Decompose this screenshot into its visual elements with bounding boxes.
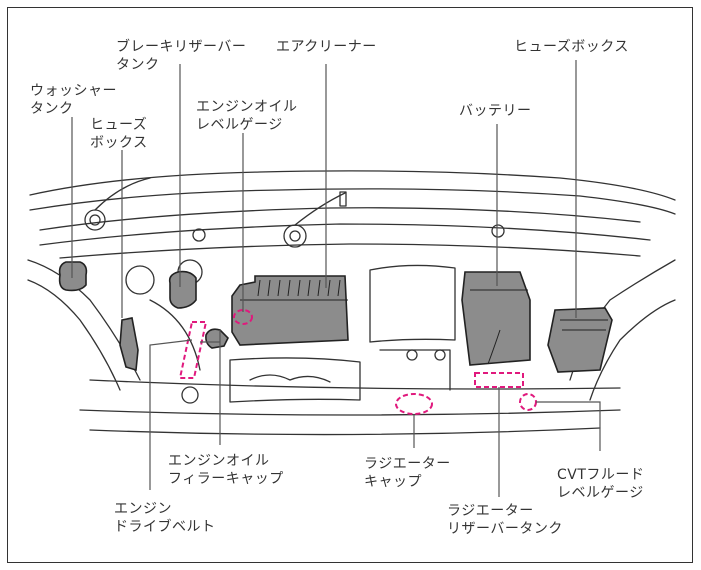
diagram-frame (7, 7, 693, 563)
fuse-box-left-shape (119, 317, 139, 372)
label-air-cleaner: エアクリーナー (276, 39, 377, 55)
label-drive-belt: エンジンドライブベルト (114, 501, 216, 535)
label-oil-filler-cap: エンジンオイルフィラーキャップ (168, 453, 284, 487)
label-brake-reservoir: ブレーキリザーバータンク (116, 39, 247, 73)
label-washer-tank: ウォッシャータンク (30, 83, 117, 117)
highlighted-components (58, 261, 613, 373)
oil-level-gauge-callout (233, 309, 253, 325)
label-battery: バッテリー (459, 103, 532, 119)
radiator-cap-callout (395, 393, 433, 415)
label-oil-level-gauge: エンジンオイルレベルゲージ (196, 99, 298, 133)
fuse-box-right-shape (547, 307, 613, 373)
brake-reservoir-shape (168, 270, 197, 309)
battery-shape (461, 271, 531, 366)
cvt-gauge-callout (519, 393, 537, 411)
label-radiator-cap: ラジエーターキャップ (364, 456, 451, 490)
radiator-reservoir-callout (474, 372, 524, 388)
leader-lines (71, 60, 601, 497)
location-callouts (178, 309, 537, 415)
washer-tank-shape (58, 261, 88, 292)
engine-outline-drawing (27, 170, 676, 436)
label-fuse-box-left: ヒューズボックス (90, 117, 148, 151)
label-radiator-reservoir: ラジエーターリザーバータンク (447, 503, 563, 537)
air-cleaner-shape (231, 275, 349, 346)
label-cvt-fluid-gauge: CVTフルードレベルゲージ (557, 467, 645, 501)
component-details (240, 279, 608, 365)
label-fuse-box-right: ヒューズボックス (514, 39, 629, 55)
drive-belt-callout (178, 321, 208, 379)
oil-filler-cap-shape (205, 328, 229, 349)
